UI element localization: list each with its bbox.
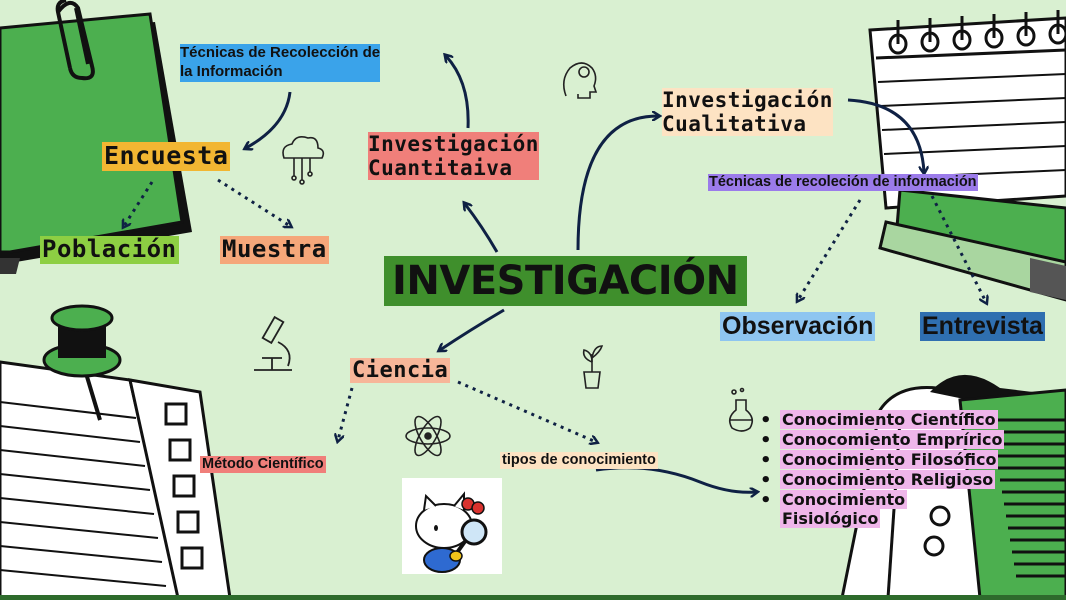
flask-icon — [728, 387, 754, 432]
node-tecnicas-recoleccion: Técnicas de Recolección de la Informació… — [180, 44, 381, 82]
plant-pot-icon — [582, 345, 604, 389]
node-cuantitativa-line2: Cuantitaiva — [368, 156, 513, 181]
node-cuantitativa: Investigación Cuantitaiva — [368, 132, 539, 181]
node-tecnicas-recoleccion-line2: la Información — [180, 62, 283, 80]
node-tecnicas-cualitativa: Técnicas de recoleción de información — [708, 174, 978, 191]
node-cualitativa-line1: Investigación — [662, 88, 833, 112]
notebook-green-icon — [0, 12, 192, 274]
node-encuesta: Encuesta — [102, 141, 231, 171]
microscope-icon — [254, 315, 292, 371]
green-book-icon — [878, 188, 1066, 302]
list-item: Conocimiento Religioso — [760, 470, 1004, 491]
node-cuantitativa-line1: Investigación — [368, 132, 539, 156]
list-item: Conocimiento Filosófico — [760, 450, 1004, 471]
node-cualitativa-line2: Cualitativa — [662, 112, 807, 137]
connector-arrows — [246, 56, 924, 492]
node-cualitativa: Investigación Cualitativa — [662, 88, 833, 137]
hello-kitty-magnifier-icon — [402, 478, 502, 574]
cloud-network-icon — [282, 136, 325, 185]
notebook-spiral-icon — [868, 10, 1066, 210]
list-item: Conocomiento Emprírico — [760, 430, 1005, 451]
atom-icon — [405, 415, 451, 457]
lined-note-icon — [0, 360, 232, 600]
node-tecnicas-recoleccion-line1: Técnicas de Recolección de — [180, 44, 381, 61]
node-poblacion: Población — [40, 235, 179, 264]
node-muestra: Muestra — [220, 235, 329, 264]
node-tipos-conocimiento: tipos de conocimiento — [500, 452, 658, 469]
node-observacion: Observación — [720, 312, 876, 341]
node-ciencia: Ciencia — [350, 358, 451, 384]
node-metodo-cientifico: Método Científico — [200, 456, 326, 473]
central-title: INVESTIGACIÓN — [384, 256, 747, 306]
paperclip-icon — [55, 0, 95, 81]
dotted-arrows — [124, 178, 986, 442]
head-gear-icon — [562, 62, 598, 99]
pushpin-icon — [42, 304, 122, 421]
knowledge-types-list: Conocimiento Científico Conocomiento Emp… — [760, 410, 1005, 529]
node-entrevista: Entrevista — [920, 312, 1045, 341]
list-item: Conocimiento Científico — [760, 410, 1004, 431]
